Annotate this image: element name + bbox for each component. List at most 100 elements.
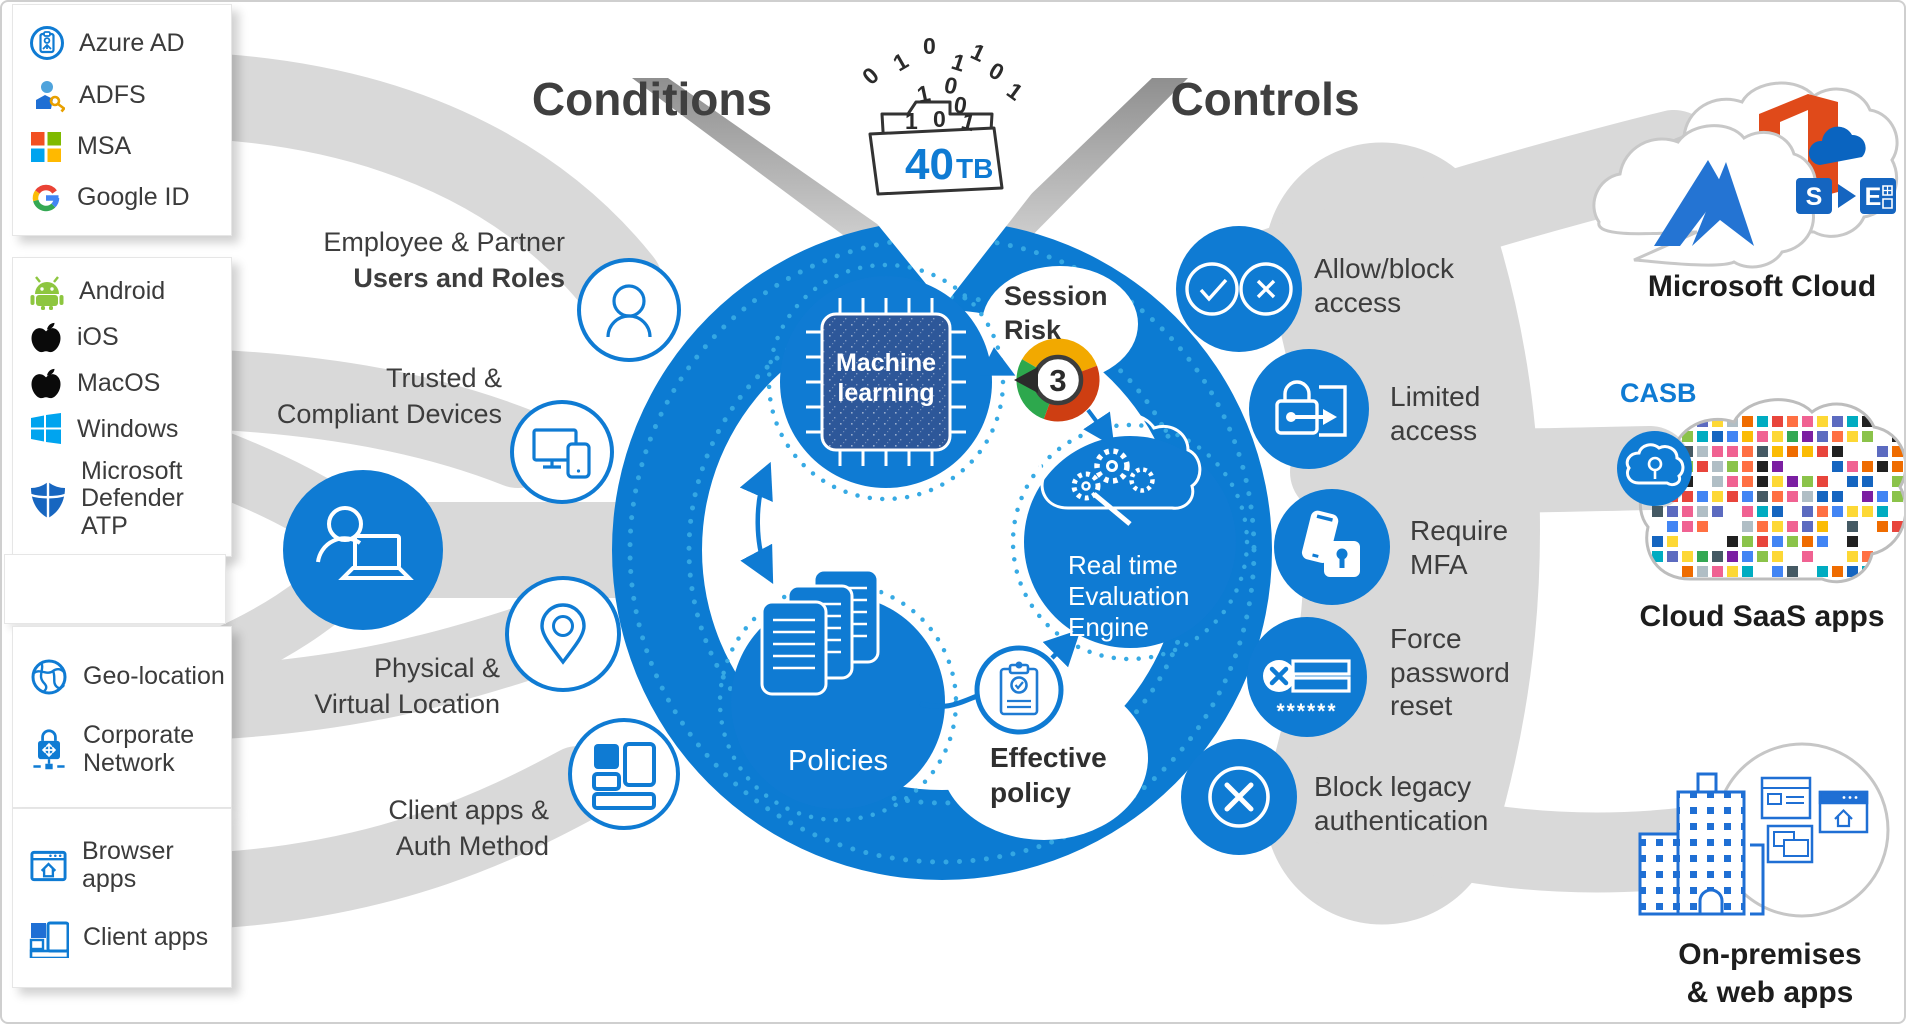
- flow-arrows: [739, 347, 1115, 709]
- user-icon: [606, 284, 652, 338]
- block-legacy-label: Block legacy authentication: [1314, 771, 1489, 836]
- user-device-node: [283, 470, 443, 630]
- panel-item-ios: iOS: [13, 321, 231, 355]
- microsoft-cloud-graphic: S E: [1592, 81, 1899, 269]
- casb-label: CASB: [1620, 378, 1697, 408]
- devices-panel: Android iOS MacOS Windows Microsoft Defe…: [12, 257, 232, 557]
- svg-text:0: 0: [942, 71, 960, 99]
- panel-item-label: Microsoft Defender ATP: [81, 456, 184, 540]
- users-condition-node: [577, 258, 681, 362]
- limited-access-icon: [1275, 380, 1347, 437]
- effective-policy-node: [974, 645, 1064, 735]
- panel-item-label: Corporate Network: [83, 721, 195, 777]
- policies-bubble: [731, 568, 945, 809]
- panel-item-label: Android: [79, 276, 166, 305]
- panel-item-browser-apps: Browser apps: [13, 837, 231, 893]
- data-folder-icon: 40 TB: [868, 100, 1004, 196]
- msa-icon: [31, 132, 61, 163]
- google-icon: [32, 184, 60, 211]
- data-volume-unit: TB: [956, 153, 993, 184]
- machine-learning-label: Machine learning: [835, 349, 937, 407]
- panel-item-android: Android: [13, 274, 231, 310]
- panel-item-geo-location: Geo-location: [13, 657, 231, 697]
- svg-text:0: 0: [933, 106, 946, 132]
- panel-item-corporate-network: Corporate Network: [13, 722, 231, 777]
- panel-item-label: Client apps: [83, 923, 209, 952]
- apple-icon: [31, 368, 61, 398]
- panel-item-windows: Windows: [13, 412, 231, 446]
- panel-item-label: iOS: [77, 323, 119, 352]
- azure-ad-icon: [30, 26, 64, 61]
- onprem-label: On-premises & web apps: [1678, 938, 1862, 1009]
- cloud-saas-label: Cloud SaaS apps: [1639, 600, 1885, 633]
- panel-item-label: Azure AD: [79, 28, 185, 57]
- allow-block-node: [1176, 226, 1302, 352]
- condition-label-devices: Trusted & Compliant Devices: [276, 363, 502, 430]
- apple-icon: [31, 323, 61, 353]
- browser-apps-icon: [30, 850, 67, 881]
- svg-text:1: 1: [1002, 77, 1028, 106]
- client-apps-panel: Browser apps Client apps: [12, 808, 232, 988]
- person-laptop-icon: [316, 506, 414, 580]
- svg-text:1: 1: [889, 47, 913, 76]
- allow-block-label: Allow/block access: [1314, 253, 1455, 318]
- panel-item-defender: Microsoft Defender ATP: [13, 456, 231, 541]
- defender-shield-icon: [30, 482, 66, 519]
- policies-scrolls-icon: [760, 568, 880, 696]
- svg-text:1: 1: [915, 80, 933, 108]
- adfs-icon: [36, 80, 65, 113]
- panel-item-label: MSA: [77, 132, 132, 161]
- svg-text:0: 0: [985, 57, 1009, 86]
- session-risk-score: 3: [1049, 363, 1066, 398]
- panel-item-macos: MacOS: [13, 367, 231, 401]
- panel-item-label: ADFS: [79, 81, 146, 110]
- location-pin-icon: [540, 603, 586, 665]
- machine-learning-bubble: [780, 276, 992, 488]
- panel-item-label: Browser apps: [81, 837, 174, 893]
- rtee-label: Real time Evaluation Engine: [1068, 550, 1190, 643]
- globe-icon: [31, 659, 67, 695]
- cloud-gears-icon: [1038, 413, 1202, 526]
- svg-text:E: E: [1865, 183, 1882, 211]
- panel-item-adfs: ADFS: [13, 78, 231, 114]
- force-password-label: Force password reset: [1390, 623, 1510, 722]
- password-mask: ******: [1276, 700, 1338, 723]
- require-mfa-label: Require MFA: [1410, 515, 1509, 580]
- android-icon: [30, 275, 64, 310]
- condition-label-users: Employee & Partner Users and Roles: [323, 227, 565, 294]
- identity-providers-panel: Azure AD ADFS MSA Google ID: [12, 4, 232, 236]
- devices-condition-node: [510, 400, 614, 504]
- limited-access-label: Limited access: [1390, 381, 1481, 446]
- casb-node: [1617, 431, 1692, 506]
- allow-block-icon: [1185, 262, 1293, 316]
- windows-icon: [31, 413, 61, 445]
- corporate-network-icon: [33, 729, 65, 770]
- rtee-bubble: [1024, 413, 1236, 648]
- panel-item-azure-ad: Azure AD: [13, 25, 231, 61]
- saas-cloud-graphic: [1638, 398, 1904, 584]
- conditions-title: Conditions: [531, 73, 773, 125]
- panel-item-client-apps: Client apps: [13, 918, 231, 958]
- mfa-phone-lock-icon: [1301, 510, 1360, 577]
- funnel-notch: [848, 188, 1036, 306]
- svg-text:0: 0: [952, 91, 968, 119]
- svg-text:1: 1: [967, 38, 990, 67]
- top-funnel: [632, 78, 1188, 264]
- microsoft-cloud-label: Microsoft Cloud: [1647, 270, 1877, 303]
- svg-text:0: 0: [923, 33, 936, 59]
- controls-title: Controls: [1170, 73, 1360, 125]
- effective-policy-label: Effective policy: [990, 742, 1107, 808]
- force-password-node: ******: [1247, 617, 1367, 737]
- svg-text:S: S: [1806, 183, 1823, 211]
- left-funnel-bands: [179, 54, 698, 928]
- chevron-icon: [1838, 184, 1856, 208]
- onedrive-icon: [1808, 126, 1866, 165]
- policies-label: Policies: [788, 745, 888, 777]
- location-condition-node: [505, 576, 621, 692]
- svg-text:1: 1: [905, 108, 918, 134]
- buildings-icon: [1638, 772, 1765, 916]
- sharepoint-icon: S: [1796, 178, 1832, 214]
- client-apps-condition-node: [568, 718, 680, 830]
